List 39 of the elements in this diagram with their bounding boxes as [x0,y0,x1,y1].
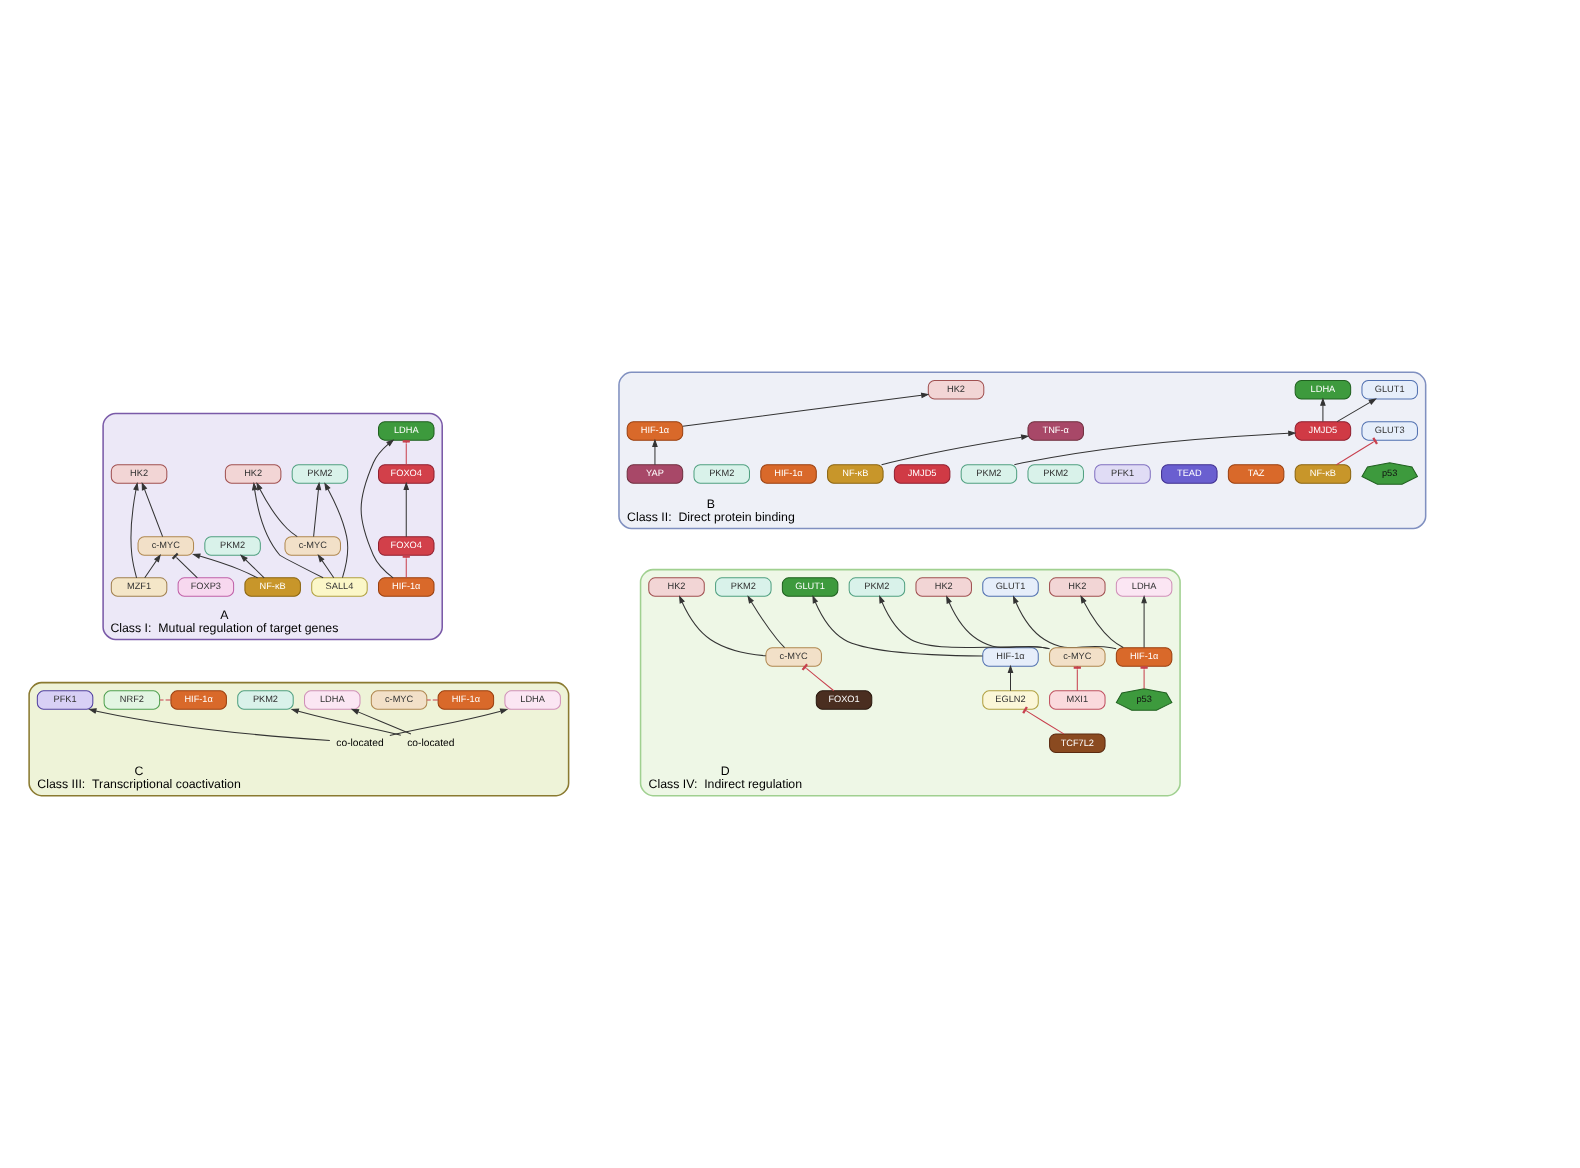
arrow [1141,594,1147,649]
arrow [251,482,324,579]
arrow [812,594,983,657]
arrow [317,554,335,579]
arrow [141,481,164,538]
arrow [324,482,349,579]
arrow [881,434,1030,466]
arrow [88,708,331,741]
arrow [144,554,161,579]
arrow [1012,595,1117,650]
arrow [290,708,402,736]
arrow [747,595,786,649]
arrow [1336,398,1377,423]
connector [1022,706,1065,735]
arrow [350,708,412,735]
arrow [192,553,259,579]
connector [402,439,410,466]
arrow [879,595,1050,650]
arrow [403,481,410,538]
connector [402,554,410,579]
arrow [239,554,265,579]
arrow [130,482,139,579]
connector [1073,665,1081,692]
arrow [1080,594,1124,649]
arrow [1007,664,1014,692]
connector [1140,665,1148,690]
arrow [682,392,930,427]
arrow [652,438,658,466]
arrow [360,439,395,579]
connector [1335,437,1378,466]
connector [801,663,835,692]
connector [159,699,172,701]
arrow [313,481,322,538]
arrow [389,708,509,736]
arrow [1320,397,1326,423]
arrow [256,482,298,538]
arrow [1013,430,1297,466]
arrow [679,595,767,657]
connector [426,699,439,701]
